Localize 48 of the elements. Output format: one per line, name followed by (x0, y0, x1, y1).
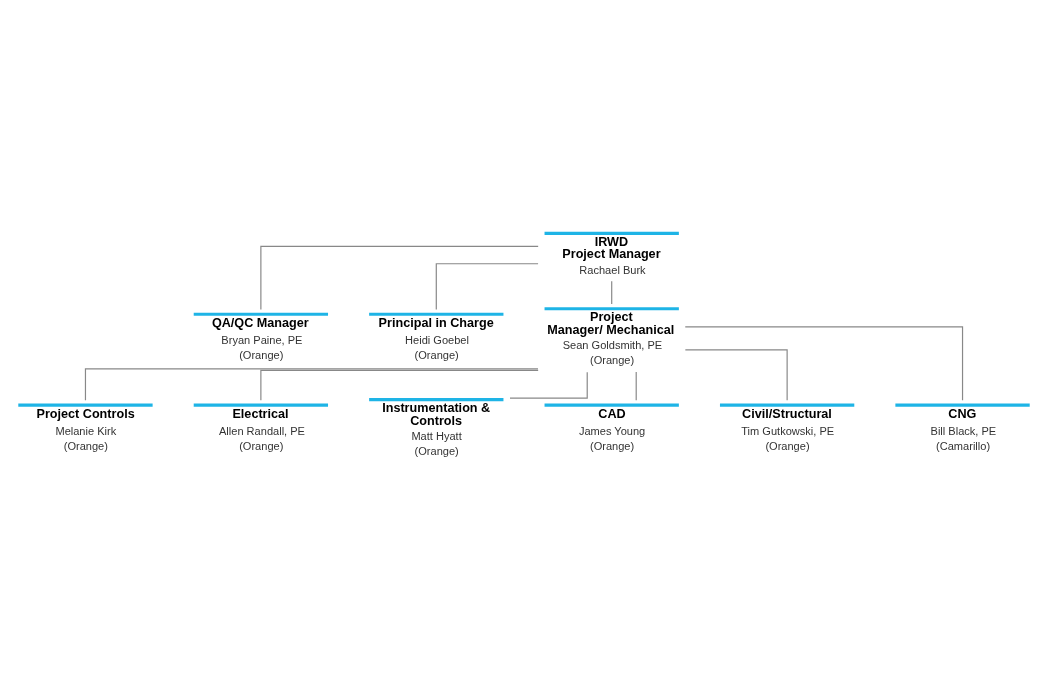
connector (611, 280, 613, 305)
node-label: Melanie Kirk (55, 424, 117, 437)
node-label: Bryan Paine, PE (221, 333, 303, 346)
node-label: (Orange) (589, 353, 635, 366)
connector (635, 371, 637, 401)
node-label: Heidi Goebel (405, 333, 469, 346)
node-box (193, 312, 329, 316)
node-label: (Orange) (589, 439, 635, 452)
node-label: Allen Randall, PE (219, 424, 305, 437)
node-label: Project Manager/ Mechanical (547, 309, 675, 337)
node-label: CNG (948, 406, 977, 421)
node-label: CAD (598, 406, 626, 421)
node-box (18, 403, 153, 407)
node-label: Electrical (232, 406, 289, 421)
connector (509, 371, 588, 399)
connector (435, 262, 539, 310)
node-label: James Young (578, 424, 646, 437)
node-box (544, 403, 679, 407)
node-label: Bill Black, PE (930, 424, 997, 437)
node-box (544, 306, 679, 310)
connector (84, 367, 539, 401)
node-label: QA/QC Manager (211, 315, 309, 330)
connector (260, 245, 539, 310)
node-box (193, 403, 329, 407)
node-label: Project Controls (36, 406, 135, 421)
connector (260, 369, 539, 401)
node-label: Sean Goldsmith, PE (562, 338, 663, 351)
node-box (544, 231, 679, 235)
node-box (369, 397, 504, 401)
node-label: (Orange) (414, 348, 459, 361)
node-label: Instrumentation & Controls (382, 400, 491, 428)
node-label: (Orange) (414, 444, 459, 457)
node-label: IRWD Project Manager (562, 234, 661, 261)
node-label: (Orange) (239, 439, 284, 452)
node-box (369, 312, 504, 316)
node-label: Matt Hyatt (411, 429, 462, 442)
node-box (895, 403, 1030, 407)
node-label: (Orange) (63, 439, 108, 452)
node-label: Rachael Burk (579, 263, 646, 276)
connector (684, 325, 964, 401)
node-box (719, 403, 855, 407)
node-label: Tim Gutkowski, PE (741, 424, 835, 437)
node-label: Principal in Charge (378, 315, 494, 330)
connector (684, 348, 788, 401)
node-label: (Orange) (765, 439, 810, 452)
node-label: Civil/Structural (742, 406, 832, 421)
node-label: (Orange) (239, 348, 284, 361)
node-label: (Camarillo) (936, 439, 991, 452)
